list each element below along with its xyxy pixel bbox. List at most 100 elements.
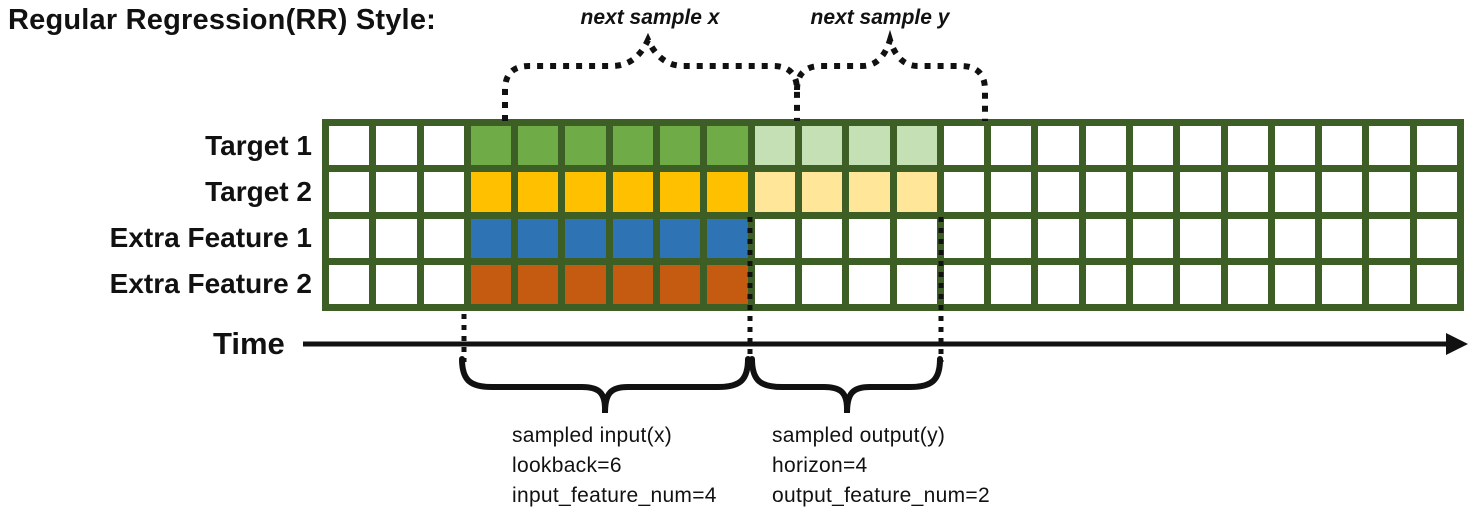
grid-cell [1369,218,1410,258]
diagram-title: Regular Regression(RR) Style: [8,4,436,36]
grid-cell [707,218,748,258]
grid-cell [329,126,370,166]
grid-cell [376,264,417,304]
grid-cell [896,264,937,304]
grid-cell [754,126,795,166]
sampled-input-note: sampled input(x) lookback=6 input_featur… [512,421,717,511]
grid-cell [329,172,370,212]
grid-cell [1369,264,1410,304]
grid-cell [1180,218,1221,258]
grid-cell [801,172,843,212]
grid-cell [470,126,512,166]
grid-cell [470,218,512,258]
grid-cell [754,264,795,304]
time-axis-arrow-head [1446,333,1468,355]
grid-cell [329,264,370,304]
next-sample-y-brace [794,29,988,121]
grid-cell [423,218,464,258]
grid-cell [1274,264,1316,304]
grid-cell [612,126,654,166]
grid-cell [943,126,985,166]
grid-cell [1132,172,1174,212]
grid-cell [849,264,890,304]
grid-cell [660,264,701,304]
grid-cell [518,218,559,258]
grid-cell [801,218,843,258]
sampled-output-line3: output_feature_num=2 [772,484,990,507]
grid-cell [1227,218,1268,258]
row-label-extra-feature-1: Extra Feature 1 [109,222,312,254]
grid-cell [801,264,843,304]
row-label-target-1: Target 1 [205,129,312,161]
grid-cell [1132,218,1174,258]
grid-cell [1274,172,1316,212]
grid-cell [943,264,985,304]
grid-cell [1322,264,1363,304]
grid-cell [1322,172,1363,212]
grid-cell [896,218,937,258]
grid-cell [1227,264,1268,304]
grid-cell [423,126,464,166]
grid-cell [565,126,606,166]
row-label-target-2: Target 2 [205,175,312,207]
grid-cell [754,172,795,212]
time-axis-label: Time [213,326,285,361]
grid-cell [565,218,606,258]
grid-cell [1038,172,1079,212]
time-series-grid [322,119,1464,311]
sampled-input-line2: lookback=6 [512,454,622,477]
grid-cell [1180,126,1221,166]
grid-cell [518,172,559,212]
grid-cell [470,172,512,212]
sampled-output-note: sampled output(y) horizon=4 output_featu… [772,421,990,511]
grid-cell [612,264,654,304]
sampled-output-brace [749,356,943,414]
grid-cell [991,264,1032,304]
grid-cell [849,172,890,212]
grid-cell [1416,218,1457,258]
grid-cell [1369,172,1410,212]
grid-cell [1180,172,1221,212]
grid-cell [1227,126,1268,166]
grid-cell [329,218,370,258]
grid-cell [660,218,701,258]
grid-cell [518,126,559,166]
grid-cell [707,172,748,212]
grid-cell [849,126,890,166]
grid-cell [1132,264,1174,304]
grid-cell [707,264,748,304]
grid-cell [612,172,654,212]
grid-cell [1416,172,1457,212]
next-sample-y-label: next sample y [810,6,950,29]
grid-cell [612,218,654,258]
sampled-output-line2: horizon=4 [772,454,868,477]
sampled-input-line3: input_feature_num=4 [512,484,717,507]
sampled-output-line1: sampled output(y) [772,424,946,447]
grid-cell [1038,126,1079,166]
grid-cell [943,172,985,212]
grid-cell [1038,264,1079,304]
grid-cell [707,126,748,166]
grid-cell [1227,172,1268,212]
grid-cell [801,126,843,166]
grid-cell [991,172,1032,212]
grid-cell [991,218,1032,258]
grid-cell [754,218,795,258]
next-sample-x-label: next sample x [580,6,720,29]
grid-cell [1416,264,1457,304]
grid-cell [565,172,606,212]
sampled-input-brace [459,356,751,414]
grid-cell [376,218,417,258]
sampled-input-line1: sampled input(x) [512,424,673,447]
grid-cell [1038,218,1079,258]
grid-cell [991,126,1032,166]
grid-cell [1085,126,1126,166]
grid-cell [1085,218,1126,258]
grid-cell [565,264,606,304]
next-sample-x-brace [502,32,800,121]
grid-cell [660,126,701,166]
grid-cell [423,172,464,212]
grid-cell [1369,126,1410,166]
grid-cell [470,264,512,304]
